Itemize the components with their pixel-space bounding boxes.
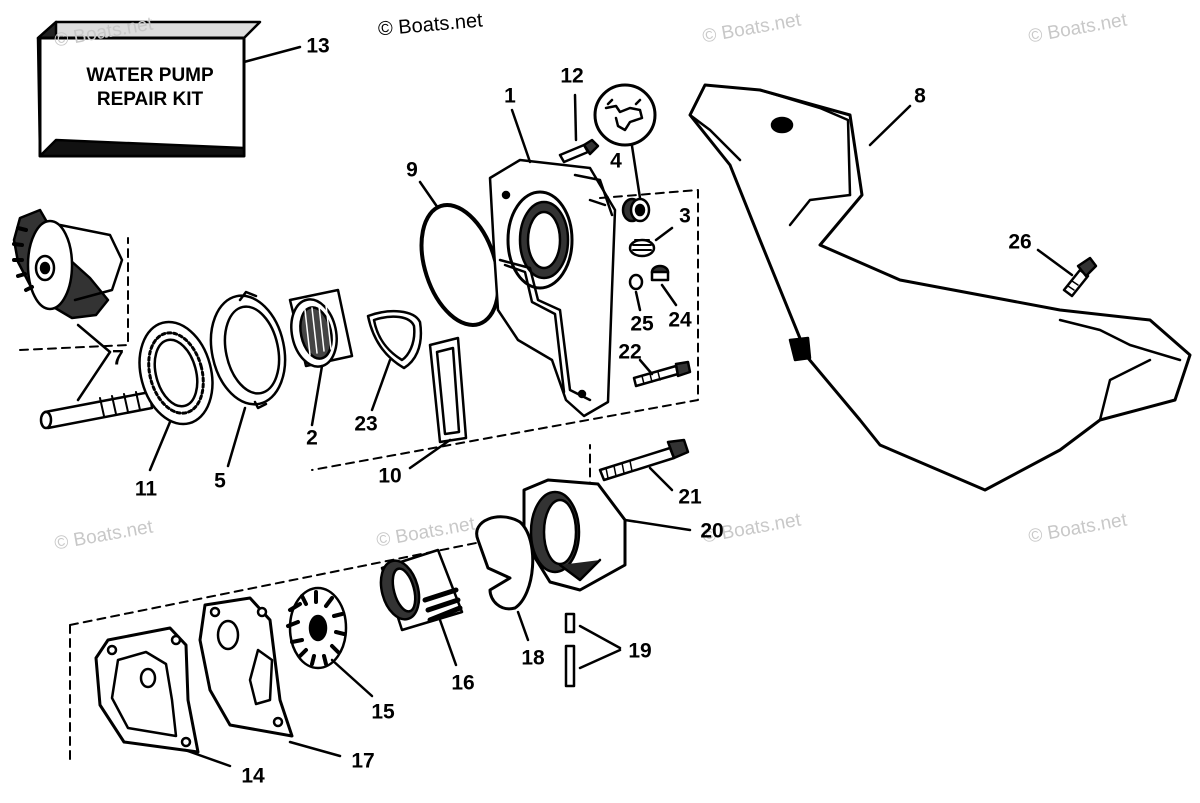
callout-17: 17: [351, 749, 375, 773]
callout-25: 25: [630, 312, 654, 336]
leader-9: [418, 180, 440, 210]
leader-2: [310, 364, 324, 427]
bolt-12: [558, 138, 600, 164]
leader-19a: [578, 624, 622, 650]
callout-9: 9: [406, 158, 418, 182]
leader-17: [288, 740, 342, 758]
callout-20: 20: [700, 519, 724, 543]
leader-23: [370, 358, 392, 412]
leader-1: [510, 108, 532, 164]
bolt-21: [598, 438, 690, 482]
pump-housing: [488, 158, 617, 418]
callout-4: 4: [610, 149, 622, 173]
repair-kit-box: [36, 20, 262, 158]
leader-18: [516, 610, 530, 642]
repair-kit-label: WATER PUMP REPAIR KIT: [56, 36, 244, 140]
callout-13: 13: [306, 34, 330, 58]
leader-10: [408, 438, 452, 470]
cover-8: [688, 83, 1192, 492]
o-ring-18: [475, 515, 535, 611]
leader-7: [76, 323, 112, 354]
callout-21: 21: [678, 485, 702, 509]
callout-16: 16: [451, 671, 475, 695]
pump-cover-20: [522, 478, 627, 592]
impeller-cup-16: [379, 548, 464, 632]
leader-15: [330, 658, 374, 698]
callout-19: 19: [628, 639, 652, 663]
callout-15: 15: [371, 700, 395, 724]
leader-14: [183, 748, 232, 768]
needle-bearing: [288, 288, 354, 368]
leader-20: [623, 518, 692, 532]
leader-8: [868, 104, 912, 147]
leader-21: [648, 466, 674, 492]
spring-3: [628, 238, 656, 258]
callout-22: 22: [618, 340, 642, 364]
fitting-4: [621, 197, 651, 223]
plate-17: [198, 596, 294, 738]
callout-24: 24: [668, 308, 692, 332]
thrust-bearing: [138, 320, 214, 426]
repair-kit-line2: REPAIR KIT: [96, 89, 204, 110]
leader-5: [226, 406, 247, 468]
callout-23: 23: [354, 412, 378, 436]
leader-11: [148, 420, 172, 472]
callout-5: 5: [214, 469, 226, 493]
drive-shaft: [39, 390, 154, 430]
callout-18: 18: [521, 646, 545, 670]
callout-11: 11: [134, 477, 158, 501]
leader-13: [242, 45, 302, 64]
leader-3: [654, 226, 674, 242]
pinion-gear: [12, 208, 124, 320]
impeller-15: [286, 586, 348, 670]
leader-26: [1036, 248, 1074, 277]
callout-26: 26: [1008, 230, 1032, 254]
leader-25: [634, 290, 642, 312]
repair-kit-line1: WATER PUMP: [86, 65, 214, 87]
callout-10: 10: [378, 464, 402, 488]
callout-12: 12: [560, 64, 584, 88]
pins-19: [564, 612, 576, 688]
bolt-22: [632, 360, 692, 388]
leader-4: [630, 144, 642, 200]
leader-16: [438, 618, 458, 667]
leader-12: [573, 93, 578, 142]
thrust-washer: [209, 290, 287, 410]
seal-ring: [366, 309, 423, 370]
gasket-14: [94, 626, 200, 754]
ball-25: [628, 273, 644, 291]
callout-7: 7: [112, 346, 124, 370]
leader-22: [638, 358, 654, 376]
leader-24: [660, 283, 678, 307]
callout-3: 3: [679, 204, 691, 228]
callout-2: 2: [306, 426, 318, 450]
callout-8: 8: [914, 84, 926, 108]
leader-19b: [578, 648, 622, 670]
plug-24: [650, 264, 670, 282]
bolt-26: [1062, 256, 1098, 298]
callout-1: 1: [504, 84, 516, 108]
callout-14: 14: [241, 764, 265, 788]
gasket-10: [428, 336, 468, 444]
